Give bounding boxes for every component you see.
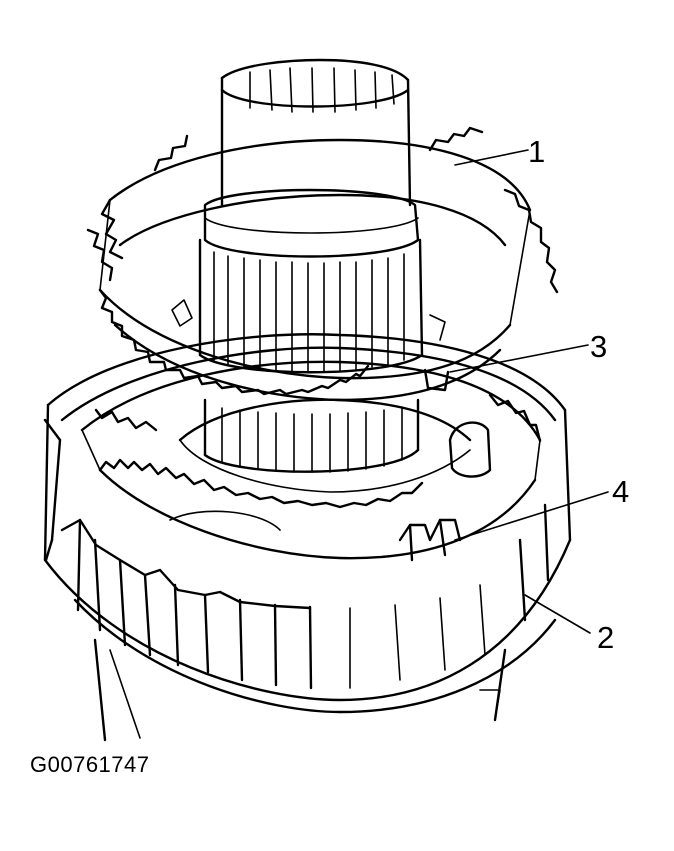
callout-2: 2 bbox=[597, 620, 614, 655]
leader-line-2 bbox=[524, 594, 591, 634]
leader-line-3 bbox=[449, 344, 589, 373]
callout-1: 1 bbox=[528, 134, 545, 169]
leader-line-1 bbox=[454, 149, 529, 166]
lower-drum bbox=[43, 333, 572, 742]
leader-line-4 bbox=[454, 491, 609, 541]
shaft bbox=[171, 58, 446, 473]
figure-id: G00761747 bbox=[30, 752, 150, 777]
leader-lines bbox=[449, 149, 609, 634]
callout-4: 4 bbox=[612, 474, 629, 509]
callout-3: 3 bbox=[590, 329, 607, 364]
toothed-ring bbox=[86, 126, 559, 402]
